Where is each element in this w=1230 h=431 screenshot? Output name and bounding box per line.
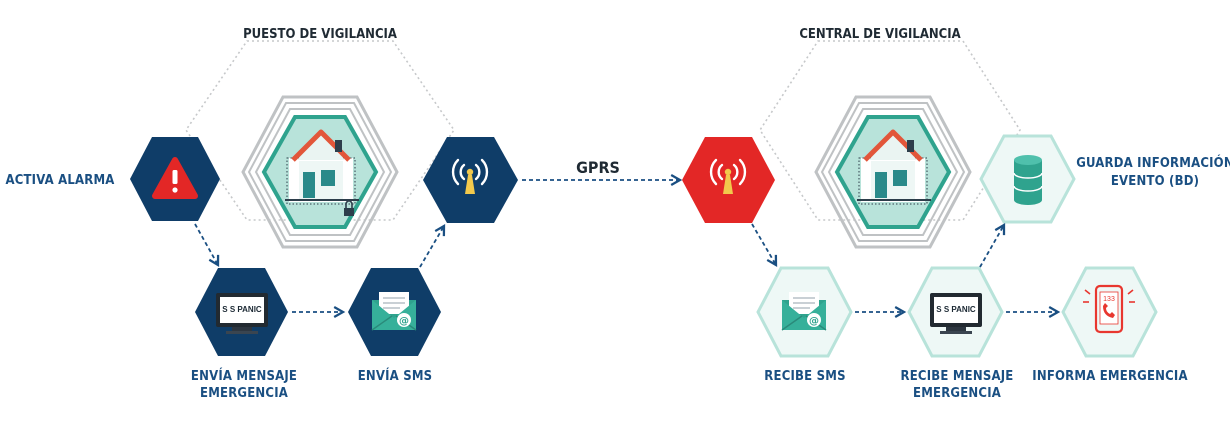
recibe-mensaje-label-2: EMERGENCIA bbox=[913, 386, 1001, 401]
informa-label: INFORMA EMERGENCIA bbox=[1032, 369, 1187, 384]
database-node bbox=[979, 134, 1076, 224]
right-house-node bbox=[814, 95, 972, 249]
arrow-mensaje-to-database bbox=[979, 223, 1006, 268]
arrow-sms-to-antenna bbox=[419, 224, 446, 268]
envia-mensaje-label-2: EMERGENCIA bbox=[200, 386, 288, 401]
left-house-node bbox=[241, 95, 399, 249]
padlock-icon bbox=[344, 200, 354, 216]
guarda-info-label-1: GUARDA INFORMACIÓN bbox=[1076, 155, 1230, 171]
envia-sms-node bbox=[348, 268, 441, 356]
left-antenna-node bbox=[423, 137, 518, 223]
database-icon bbox=[1013, 155, 1043, 205]
right-group-title: CENTRAL DE VIGILANCIA bbox=[799, 27, 960, 42]
guarda-info-label-2: EVENTO (BD) bbox=[1111, 174, 1199, 189]
left-group-title: PUESTO DE VIGILANCIA bbox=[243, 27, 397, 42]
arrow-antenna-to-recibe-sms bbox=[751, 223, 778, 267]
svg-text:S S PANIC: S S PANIC bbox=[936, 305, 976, 314]
envia-mensaje-label-1: ENVÍA MENSAJE bbox=[191, 368, 297, 384]
informa-node: 133 bbox=[1061, 266, 1158, 358]
arrow-alarm-to-monitor bbox=[194, 223, 220, 267]
right-group-frame bbox=[759, 40, 1021, 221]
right-antenna-node bbox=[682, 137, 775, 223]
recibe-sms-label: RECIBE SMS bbox=[764, 369, 845, 384]
alarm-node bbox=[130, 137, 220, 221]
phone-icon: 133 bbox=[1083, 284, 1135, 334]
left-group-frame bbox=[185, 40, 455, 221]
envia-mensaje-node: S S PANIC bbox=[195, 268, 288, 356]
envia-sms-label: ENVÍA SMS bbox=[358, 368, 433, 384]
recibe-mensaje-node: S S PANIC bbox=[907, 266, 1004, 358]
warning-icon bbox=[152, 157, 198, 199]
recibe-sms-node bbox=[756, 266, 853, 358]
activa-alarma-label: ACTIVA ALARMA bbox=[5, 173, 114, 188]
svg-text:133: 133 bbox=[1103, 296, 1115, 303]
recibe-mensaje-label-1: RECIBE MENSAJE bbox=[901, 369, 1014, 384]
gprs-label: GPRS bbox=[576, 158, 620, 177]
svg-text:S S PANIC: S S PANIC bbox=[222, 305, 262, 314]
